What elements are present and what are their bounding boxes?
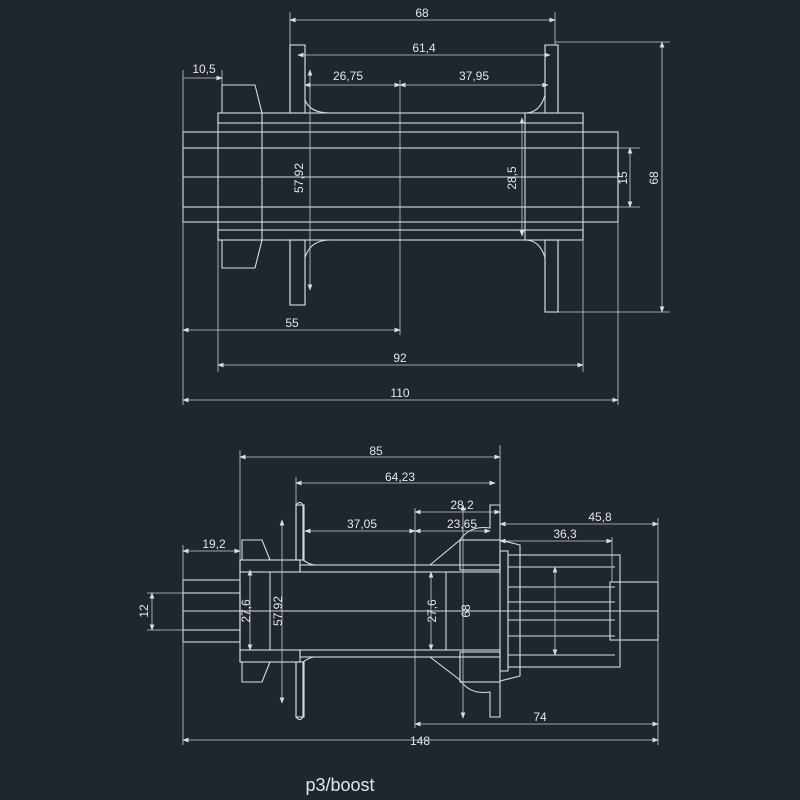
dim-37-05: 37,05 — [347, 517, 377, 531]
dim-64-23: 64,23 — [385, 470, 415, 484]
dim-74: 74 — [533, 710, 547, 724]
dim-57-92-rear: 57,92 — [271, 596, 285, 626]
dim-85: 85 — [369, 444, 383, 458]
dim-68-rear: 68 — [459, 604, 473, 618]
dim-61-4: 61,4 — [412, 41, 436, 55]
dim-36-3: 36,3 — [553, 527, 577, 541]
dim-28-5: 28,5 — [505, 166, 519, 190]
dim-26-75: 26,75 — [333, 69, 363, 83]
dim-10-5: 10,5 — [192, 62, 216, 76]
dim-55: 55 — [285, 316, 299, 330]
dim-68-top: 68 — [415, 6, 429, 20]
dim-27-6-left: 27,6 — [239, 599, 253, 623]
dim-68-right: 68 — [647, 171, 661, 185]
dim-148: 148 — [410, 734, 430, 748]
dim-45-8: 45,8 — [588, 510, 612, 524]
drawing-caption: p3/boost — [305, 775, 374, 795]
dim-28-2: 28,2 — [450, 498, 474, 512]
dim-19-2: 19,2 — [202, 537, 226, 551]
dim-37-95: 37,95 — [459, 69, 489, 83]
dim-23-65: 23,65 — [447, 517, 477, 531]
rear-hub-drawing: 85 64,23 28,2 37,05 23,65 45,8 36,3 19,2… — [137, 444, 659, 748]
dim-12: 12 — [137, 604, 151, 618]
dim-110: 110 — [390, 386, 409, 400]
dim-92: 92 — [393, 351, 407, 365]
dim-27-6-right: 27,6 — [425, 599, 439, 623]
dim-57-92: 57,92 — [292, 163, 306, 193]
dim-15: 15 — [616, 171, 630, 185]
front-hub-drawing: 68 61,4 26,75 37,95 10,5 57,92 28,5 15 6… — [182, 6, 670, 405]
